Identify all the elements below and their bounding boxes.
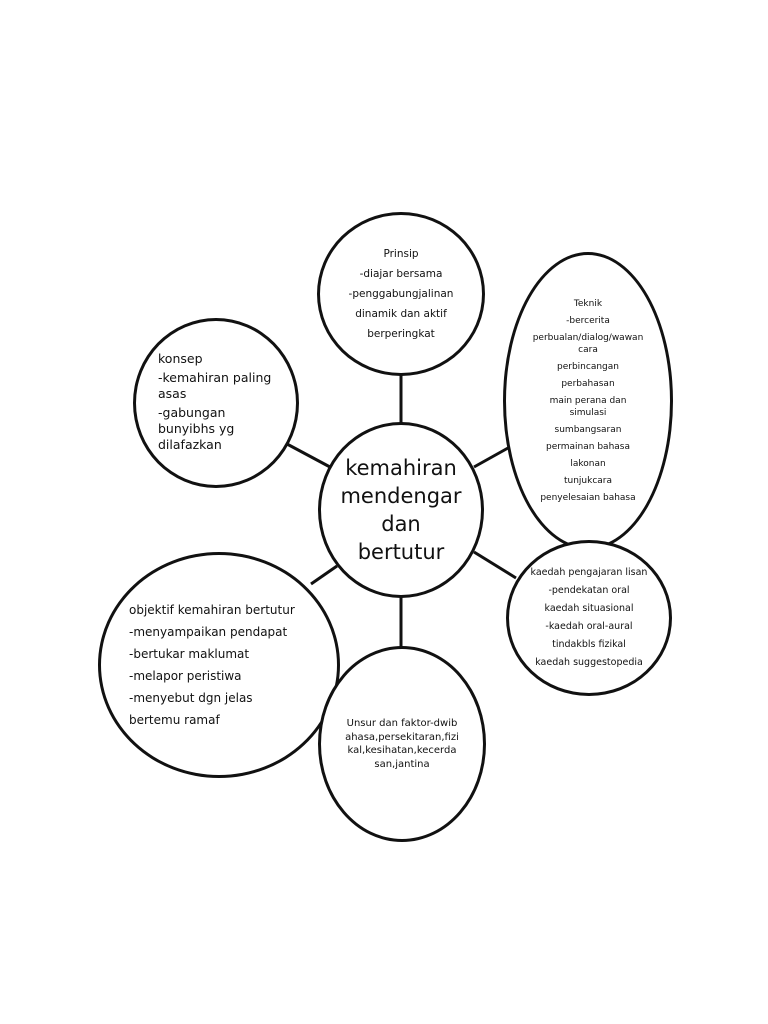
kaedah-line: -kaedah oral-aural	[545, 621, 633, 632]
kaedah-line: kaedah pengajaran lisan	[530, 567, 648, 578]
prinsip-line: berperingkat	[367, 328, 435, 340]
node-konsep: konsep -kemahiran paling asas -gabungan …	[133, 318, 299, 488]
objektif-line: -melapor peristiwa	[129, 669, 242, 683]
teknik-line: lakonan	[570, 458, 606, 469]
kaedah-line: tindakbls fizikal	[552, 639, 626, 650]
center-line: mendengar	[340, 484, 462, 508]
teknik-line: perbualan/dialog/wawancara	[532, 332, 644, 355]
node-prinsip: Prinsip -diajar bersama -penggabungjalin…	[317, 212, 485, 376]
unsur-text: Unsur dan faktor-dwibahasa,persekitaran,…	[345, 718, 459, 770]
teknik-line: penyelesaian bahasa	[540, 492, 636, 503]
objektif-line: -menyebut dgn jelas	[129, 691, 253, 705]
konsep-line: -kemahiran paling asas	[158, 369, 272, 401]
kaedah-line: kaedah situasional	[544, 603, 634, 614]
center-line: kemahiran	[345, 456, 457, 480]
teknik-line: tunjukcara	[563, 475, 613, 486]
teknik-line: sumbangsaran	[554, 424, 622, 435]
objektif-line: objektif kemahiran bertutur	[129, 603, 295, 617]
teknik-line: Teknik	[573, 298, 603, 309]
center-line: dan	[381, 512, 421, 536]
prinsip-line: Prinsip	[383, 248, 419, 260]
teknik-line: perbincangan	[557, 361, 619, 372]
connector-konsep	[286, 442, 331, 469]
objektif-line: bertemu ramaf	[129, 713, 220, 727]
kaedah-line: -pendekatan oral	[548, 585, 630, 596]
teknik-line: permainan bahasa	[545, 441, 630, 452]
teknik-line: main perana dan simulasi	[549, 395, 627, 418]
connector-kaedah	[473, 550, 517, 580]
objektif-line: -bertukar maklumat	[129, 647, 250, 661]
connector-objektif	[310, 564, 338, 586]
prinsip-line: -diajar bersama	[359, 268, 443, 280]
prinsip-line: dinamik dan aktif	[355, 308, 447, 320]
prinsip-line: -penggabungjalinan	[348, 288, 454, 300]
node-teknik: Teknik -bercerita perbualan/dialog/wawan…	[503, 252, 673, 550]
konsep-line: konsep	[158, 350, 203, 366]
node-objektif: objektif kemahiran bertutur -menyampaika…	[98, 552, 340, 778]
teknik-line: perbahasan	[561, 378, 615, 389]
node-kaedah: kaedah pengajaran lisan -pendekatan oral…	[506, 540, 672, 696]
konsep-line: -gabungan bunyibhs yg dilafazkan	[158, 404, 235, 452]
node-unsur: Unsur dan faktor-dwibahasa,persekitaran,…	[318, 646, 486, 842]
connector-teknik	[473, 446, 509, 469]
teknik-line: -bercerita	[566, 315, 610, 326]
objektif-line: -menyampaikan pendapat	[129, 625, 288, 639]
node-center: kemahiran mendengar dan bertutur	[318, 422, 484, 598]
center-line: bertutur	[357, 540, 445, 564]
kaedah-line: kaedah suggestopedia	[535, 657, 643, 668]
